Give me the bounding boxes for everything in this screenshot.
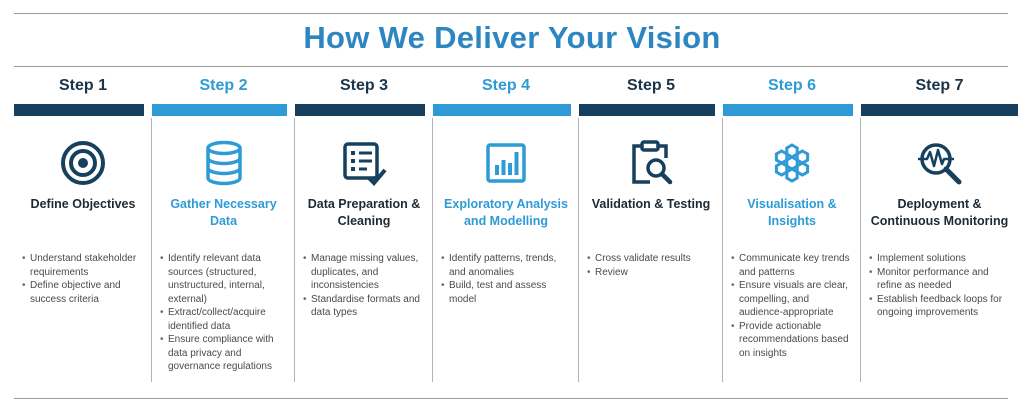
bullet-item: Ensure compliance with data privacy and … <box>160 333 285 374</box>
bullet-item: Identify patterns, trends, and anomalies <box>441 252 569 279</box>
step-3-name: Data Preparation & Cleaning <box>307 197 421 228</box>
step-5-name: Validation & Testing <box>591 197 711 211</box>
monitoring-magnifier-icon <box>861 116 1018 188</box>
bullet-item: Ensure visuals are clear, compelling, an… <box>731 279 851 320</box>
bullet-item: Manage missing values, duplicates, and i… <box>303 252 423 293</box>
step-5-column: Step 5 Validation & Testing Cross valida… <box>579 66 723 398</box>
step-2-name: Gather Necessary Data <box>170 197 277 228</box>
step-1-bar <box>14 104 144 116</box>
bullet-item: Cross validate results <box>587 252 713 266</box>
column-divider <box>860 118 861 382</box>
step-1-bullets: Understand stakeholder requirements Defi… <box>14 252 152 306</box>
step-3-bullets: Manage missing values, duplicates, and i… <box>295 252 433 320</box>
bar-chart-icon <box>433 116 579 188</box>
target-icon <box>14 116 152 188</box>
step-5-bullets: Cross validate results Review <box>579 252 723 279</box>
step-3-label: Step 3 <box>339 77 388 94</box>
bullet-item: Build, test and assess model <box>441 279 569 306</box>
step-4-bar <box>433 104 571 116</box>
step-3-bar <box>295 104 425 116</box>
steps-row: Step 1 Define Objectives Understand stak… <box>14 66 1018 398</box>
step-3-column: Step 3 Data Preparation & Cleaning Manag… <box>295 66 433 398</box>
step-7-column: Step 7 Deployment & Continuous Monitorin… <box>861 66 1018 398</box>
bullet-item: Standardise formats and data types <box>303 293 423 320</box>
step-1-name: Define Objectives <box>30 197 136 211</box>
bullet-item: Understand stakeholder requirements <box>22 252 142 279</box>
page-title: How We Deliver Your Vision <box>303 20 721 55</box>
step-6-bar <box>723 104 853 116</box>
column-divider <box>722 118 723 382</box>
step-1-label: Step 1 <box>58 77 107 94</box>
top-rule <box>14 13 1008 14</box>
step-7-bullets: Implement solutions Monitor performance … <box>861 252 1018 320</box>
column-divider <box>294 118 295 382</box>
database-icon <box>152 116 295 188</box>
column-divider <box>432 118 433 382</box>
bullet-item: Define objective and success criteria <box>22 279 142 306</box>
hexagon-network-icon <box>723 116 861 188</box>
bullet-item: Establish feedback loops for ongoing imp… <box>869 293 1008 320</box>
step-6-label: Step 6 <box>767 77 816 94</box>
step-1-column: Step 1 Define Objectives Understand stak… <box>14 66 152 398</box>
bottom-rule <box>14 398 1008 399</box>
step-2-column: Step 2 Gather Necessary Data Identify re… <box>152 66 295 398</box>
step-4-label: Step 4 <box>481 77 530 94</box>
bullet-item: Implement solutions <box>869 252 1008 266</box>
bullet-item: Communicate key trends and patterns <box>731 252 851 279</box>
bullet-item: Provide actionable recommendations based… <box>731 320 851 361</box>
header-rule <box>14 66 1008 67</box>
step-7-name: Deployment & Continuous Monitoring <box>870 197 1009 228</box>
step-6-name: Visualisation & Insights <box>747 197 837 228</box>
step-2-bullets: Identify relevant data sources (structur… <box>152 252 295 374</box>
bullet-item: Identify relevant data sources (structur… <box>160 252 285 306</box>
checklist-icon <box>295 116 433 188</box>
step-7-bar <box>861 104 1018 116</box>
step-6-bullets: Communicate key trends and patterns Ensu… <box>723 252 861 360</box>
step-2-bar <box>152 104 287 116</box>
step-2-label: Step 2 <box>199 77 248 94</box>
column-divider <box>151 118 152 382</box>
step-6-column: Step 6 Visualisation & Insights Communic… <box>723 66 861 398</box>
step-4-bullets: Identify patterns, trends, and anomalies… <box>433 252 579 306</box>
bullet-item: Review <box>587 266 713 280</box>
step-4-name: Exploratory Analysis and Modelling <box>444 197 568 228</box>
step-5-label: Step 5 <box>626 77 675 94</box>
step-7-label: Step 7 <box>915 77 964 94</box>
step-5-bar <box>579 104 715 116</box>
bullet-item: Extract/collect/acquire identified data <box>160 306 285 333</box>
step-4-column: Step 4 Exploratory Analysis and Modellin… <box>433 66 579 398</box>
bullet-item: Monitor performance and refine as needed <box>869 266 1008 293</box>
clipboard-search-icon <box>579 116 723 188</box>
column-divider <box>578 118 579 382</box>
